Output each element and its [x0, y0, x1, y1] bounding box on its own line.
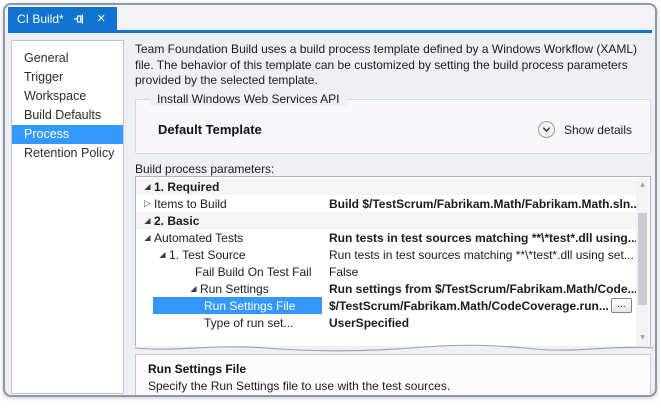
param-value[interactable]: $/TestScrum/Fabrikam.Math/CodeCoverage.r…	[329, 298, 609, 313]
expanded-triangle-icon[interactable]: ◢	[144, 233, 151, 242]
sidebar-item-build-defaults[interactable]: Build Defaults	[24, 108, 102, 122]
build-process-parameters-grid: ◢ 1. Required ▷ Items to Build Build $/T…	[135, 176, 653, 355]
sidebar-item-general[interactable]: General	[24, 51, 69, 65]
expanded-triangle-icon[interactable]: ◢	[144, 216, 151, 225]
param-row-automated-tests[interactable]: ◢ Automated Tests Run tests in test sour…	[136, 229, 636, 246]
chevron-down-icon[interactable]	[537, 121, 555, 138]
sidebar-item-process[interactable]: Process	[12, 125, 123, 144]
collapsed-triangle-icon[interactable]: ▷	[144, 198, 151, 209]
browse-button[interactable]: ...	[611, 298, 632, 313]
param-value[interactable]: UserSpecified	[329, 315, 410, 330]
expanded-triangle-icon[interactable]: ◢	[190, 284, 197, 293]
sidebar-item-retention-policy[interactable]: Retention Policy	[24, 146, 115, 160]
param-row-type-of-run-settings[interactable]: Type of run set... UserSpecified	[136, 314, 636, 331]
param-value[interactable]: False	[329, 264, 359, 279]
tab-title: CI Build*	[17, 11, 64, 26]
groupbox-legend: Install Windows Web Services API	[150, 92, 347, 106]
show-details-control[interactable]: Show details	[537, 121, 632, 138]
param-row-run-settings-file[interactable]: Run Settings File $/TestScrum/Fabrikam.M…	[136, 297, 636, 314]
tab-strip: CI Build* ✕	[5, 5, 655, 33]
template-groupbox: Install Windows Web Services API Default…	[135, 92, 651, 154]
param-value[interactable]: Run tests in test sources matching **\*t…	[329, 230, 636, 245]
close-icon[interactable]: ✕	[96, 12, 106, 25]
param-row-test-source[interactable]: ◢ 1. Test Source Run tests in test sourc…	[136, 246, 636, 263]
scroll-down-icon[interactable]: ▼	[640, 334, 645, 341]
param-value[interactable]: Run tests in test sources matching **\*t…	[329, 247, 634, 262]
scrollbar-thumb[interactable]	[638, 213, 647, 305]
sidebar-item-trigger[interactable]: Trigger	[24, 70, 64, 84]
param-row-fail-build-on-test-fail[interactable]: Fail Build On Test Fail False	[136, 263, 636, 280]
param-value[interactable]: Run settings from $/TestScrum/Fabrikam.M…	[329, 281, 636, 296]
process-page: Team Foundation Build uses a build proce…	[132, 38, 653, 395]
help-description: Specify the Run Settings file to use wit…	[148, 379, 451, 393]
sidebar-item-workspace[interactable]: Workspace	[24, 89, 87, 103]
build-process-parameters-label: Build process parameters:	[135, 162, 275, 176]
template-name: Default Template	[158, 122, 262, 137]
scroll-up-icon[interactable]: ▲	[640, 181, 645, 188]
show-details-label[interactable]: Show details	[563, 122, 632, 137]
build-definition-window: CI Build* ✕ General Trigger Workspace Bu…	[3, 3, 657, 397]
settings-sidebar: General Trigger Workspace Build Defaults…	[11, 40, 124, 394]
param-row-basic[interactable]: ◢ 2. Basic	[136, 212, 636, 229]
torn-edge-decoration	[135, 344, 653, 355]
process-description: Team Foundation Build uses a build proce…	[135, 42, 638, 87]
tab-ci-build[interactable]: CI Build* ✕	[8, 7, 117, 30]
grid-scrollbar[interactable]: ▲ ▼	[636, 178, 649, 346]
param-row-run-settings[interactable]: ◢ Run Settings Run settings from $/TestS…	[136, 280, 636, 297]
tab-accent-line	[8, 30, 652, 33]
expanded-triangle-icon[interactable]: ◢	[159, 250, 166, 259]
pin-icon[interactable]	[73, 12, 86, 25]
param-value[interactable]: Build $/TestScrum/Fabrikam.Math/Fabrikam…	[329, 196, 636, 211]
param-row-items-to-build[interactable]: ▷ Items to Build Build $/TestScrum/Fabri…	[136, 195, 636, 212]
param-row-required[interactable]: ◢ 1. Required	[136, 178, 636, 195]
help-title: Run Settings File	[148, 362, 247, 376]
expanded-triangle-icon[interactable]: ◢	[144, 182, 151, 191]
parameter-help-panel: Run Settings File Specify the Run Settin…	[135, 354, 651, 395]
